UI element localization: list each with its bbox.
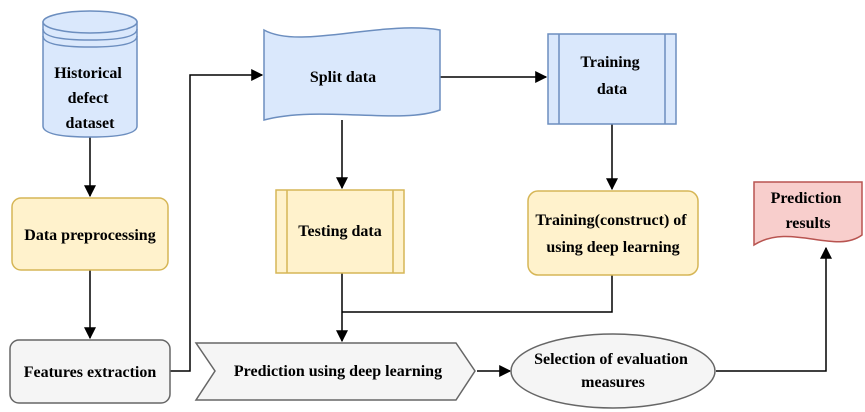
node-training-construct: Training(construct) of using deep learni… — [527, 190, 699, 276]
node-training-data: Training data — [547, 33, 677, 125]
split-label: Split data — [310, 69, 376, 86]
selection-label: Selection of evaluation measures — [534, 351, 692, 391]
node-split-data: Split data — [263, 27, 441, 121]
node-prediction-deep-learning: Prediction using deep learning — [194, 342, 476, 401]
node-historical-dataset: Historical defect dataset — [42, 10, 138, 138]
node-prediction-results: Prediction results — [753, 181, 863, 247]
arrow-features-to-split — [170, 69, 264, 372]
training-data-label: Training data — [580, 54, 643, 98]
node-selection-evaluation: Selection of evaluation measures — [510, 333, 716, 409]
historical-label: Historical defect dataset — [54, 65, 126, 132]
node-features-extraction: Features extraction — [9, 339, 171, 404]
testing-data-label: Testing data — [298, 223, 381, 240]
prediction-dl-label: Prediction using deep learning — [234, 363, 442, 380]
prediction-results-label: Prediction results — [771, 190, 846, 232]
preprocessing-label: Data preprocessing — [24, 227, 155, 244]
node-data-preprocessing: Data preprocessing — [11, 197, 169, 271]
node-testing-data: Testing data — [275, 189, 405, 274]
arrow-selection-to-results — [716, 246, 832, 372]
line-construct-join — [342, 275, 613, 313]
connectors — [84, 69, 832, 377]
features-label: Features extraction — [24, 364, 157, 381]
training-construct-label: Training(construct) of using deep learni… — [535, 212, 690, 256]
